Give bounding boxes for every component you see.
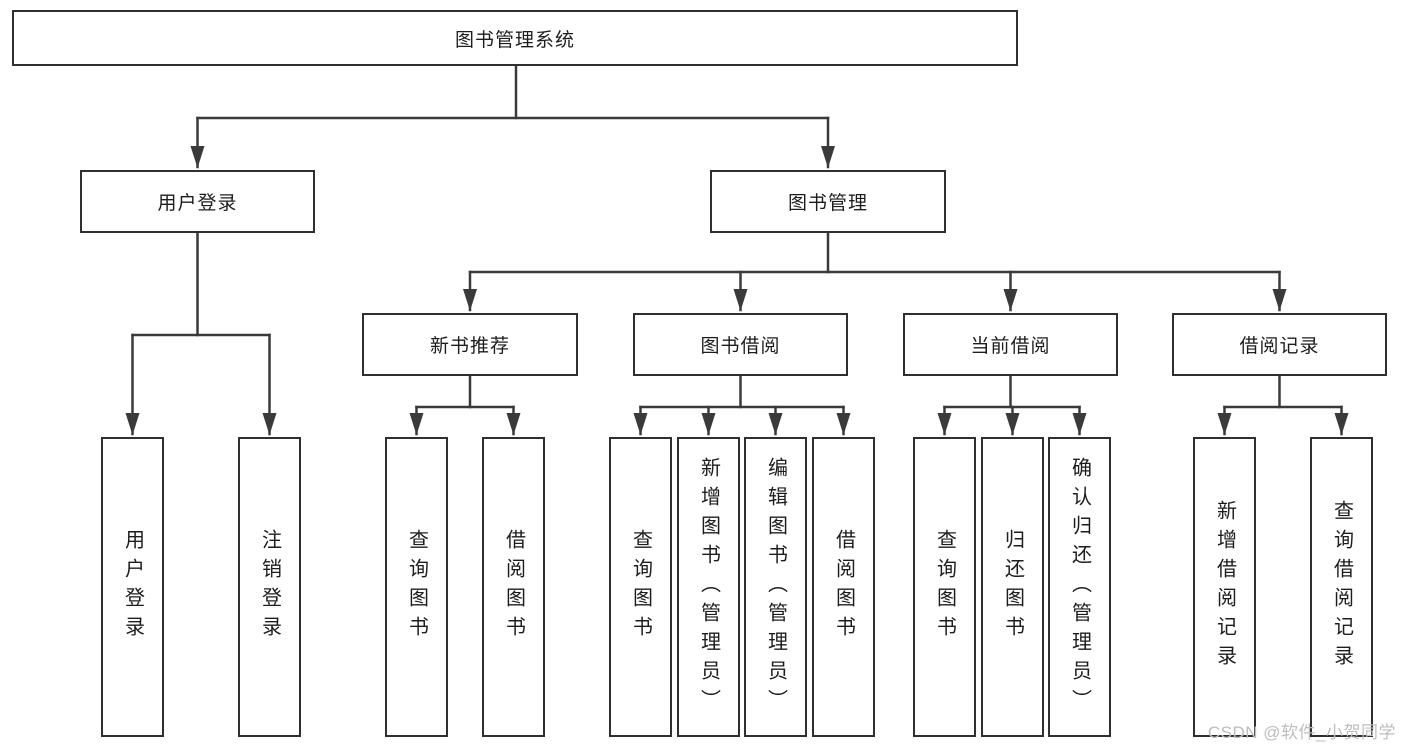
leaf-label: 借阅图书 [832, 529, 855, 645]
leaf-user-login: 用户登录 [101, 437, 164, 737]
node-book-borrow: 图书借阅 [633, 313, 848, 376]
csdn-watermark: CSDN @软件_小贺同学 [1207, 723, 1396, 742]
leaf-current-return-book: 归还图书 [981, 437, 1044, 737]
leaf-label: 新增借阅记录 [1213, 500, 1236, 674]
leaf-recommend-borrow-book: 借阅图书 [482, 437, 545, 737]
leaf-recommend-query-book: 查询图书 [385, 437, 448, 737]
leaf-logout: 注销登录 [238, 437, 301, 737]
leaf-label: 归还图书 [1001, 529, 1024, 645]
leaf-label: 注销登录 [258, 529, 281, 645]
leaf-current-query-book: 查询图书 [913, 437, 976, 737]
leaf-label: 查询图书 [405, 529, 428, 645]
leaf-label: 确认归还（管理员） [1068, 456, 1091, 718]
leaf-borrow-query-book: 查询图书 [609, 437, 672, 737]
leaf-current-confirm-return-admin: 确认归还（管理员） [1048, 437, 1111, 737]
leaf-label: 借阅图书 [502, 529, 525, 645]
node-new-book-recommend: 新书推荐 [362, 313, 578, 376]
leaf-label: 编辑图书（管理员） [764, 456, 787, 718]
node-user-login: 用户登录 [80, 170, 315, 233]
leaf-label: 查询图书 [629, 529, 652, 645]
leaf-records-add-record: 新增借阅记录 [1193, 437, 1256, 737]
leaf-label: 查询借阅记录 [1330, 500, 1353, 674]
leaf-label: 新增图书（管理员） [697, 456, 720, 718]
leaf-borrow-edit-book-admin: 编辑图书（管理员） [744, 437, 807, 737]
leaf-borrow-add-book-admin: 新增图书（管理员） [677, 437, 740, 737]
node-current-borrow: 当前借阅 [903, 313, 1118, 376]
leaf-label: 用户登录 [121, 529, 144, 645]
leaf-records-query-record: 查询借阅记录 [1310, 437, 1373, 737]
node-library-system: 图书管理系统 [12, 10, 1018, 66]
leaf-borrow-borrow-book: 借阅图书 [812, 437, 875, 737]
leaf-label: 查询图书 [933, 529, 956, 645]
node-borrow-records: 借阅记录 [1172, 313, 1387, 376]
node-book-management: 图书管理 [710, 170, 946, 233]
